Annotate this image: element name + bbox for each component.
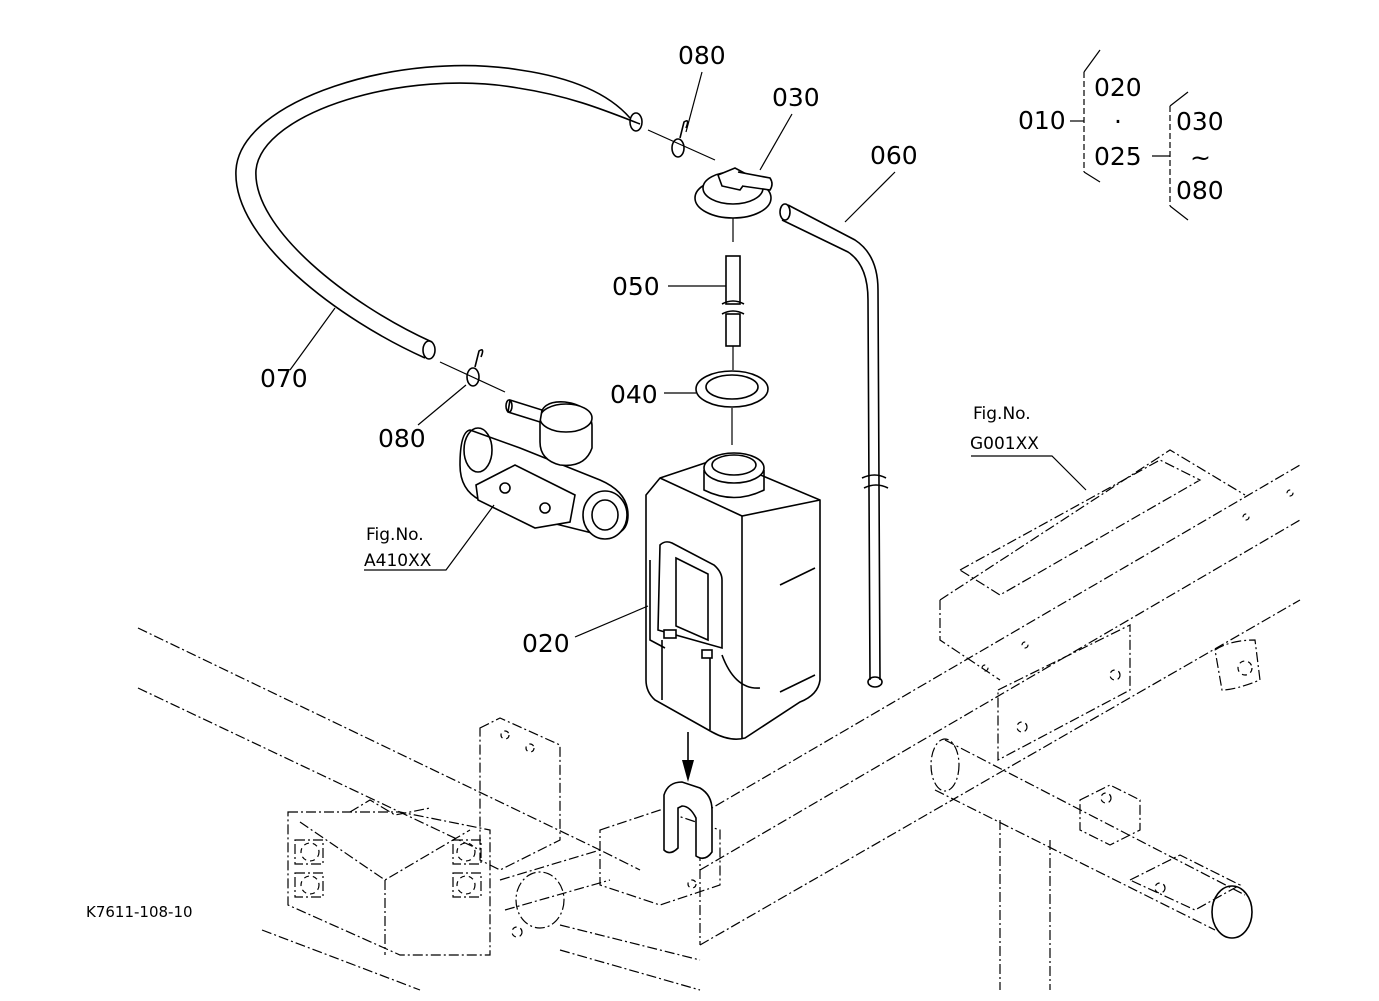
label-080-top: 080 (678, 41, 726, 70)
pipe-050 (721, 255, 745, 370)
hose-070 (235, 64, 643, 360)
tree-level1-sep: · (1114, 107, 1122, 136)
chassis-frame (137, 449, 1301, 991)
gasket-040 (695, 370, 769, 445)
clamp-080-bottom (439, 349, 506, 393)
tree-level2-bottom: 080 (1176, 176, 1224, 205)
tree-level2-sep: ~ (1190, 143, 1211, 172)
label-040: 040 (610, 380, 658, 409)
label-020: 020 (522, 629, 570, 658)
label-070: 070 (260, 364, 308, 393)
fig-ref-a410-line2: A410XX (364, 551, 432, 571)
tree-root: 010 (1018, 106, 1066, 135)
part-labels: 080 030 060 050 040 070 080 020 (260, 41, 918, 658)
tree-level1-bottom: 025 (1094, 142, 1142, 171)
figure-references: Fig.No. G001XX Fig.No. A410XX (364, 404, 1039, 571)
hose-060 (779, 203, 889, 688)
tree-level1-top: 020 (1094, 73, 1142, 102)
label-080-bottom: 080 (378, 424, 426, 453)
tree-level2-top: 030 (1176, 107, 1224, 136)
label-050: 050 (612, 272, 660, 301)
label-060: 060 (870, 141, 918, 170)
cap-030 (694, 167, 773, 242)
tank-020 (645, 452, 821, 740)
drawing-code: K7611-108-10 (86, 903, 193, 921)
clamp-080-top (647, 120, 716, 161)
assembly-tree: 010 020 · 025 030 ~ 080 (1018, 49, 1224, 221)
leader-lines (289, 71, 1087, 638)
label-030: 030 (772, 83, 820, 112)
radiator-neck (459, 398, 629, 540)
fig-ref-a410-line1: Fig.No. (366, 525, 424, 545)
fig-ref-g001-line1: Fig.No. (973, 404, 1031, 424)
fig-ref-g001-line2: G001XX (970, 434, 1039, 454)
